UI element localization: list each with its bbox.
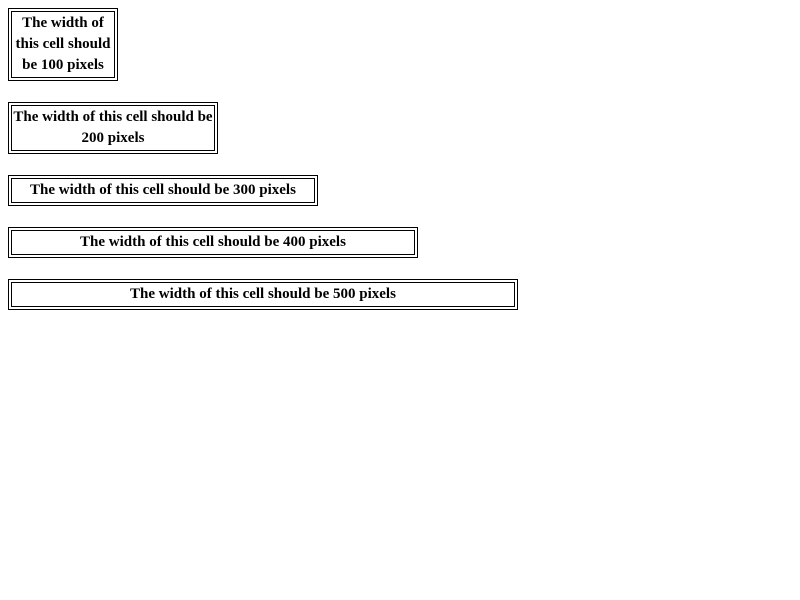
cell-300: The width of this cell should be 300 pix… [11, 178, 315, 203]
table-row: The width of this cell should be 400 pix… [11, 230, 415, 255]
table-100: The width of this cell should be 100 pix… [8, 8, 118, 81]
cell-200: The width of this cell should be 200 pix… [11, 105, 215, 151]
table-200: The width of this cell should be 200 pix… [8, 102, 218, 154]
cell-500: The width of this cell should be 500 pix… [11, 282, 515, 307]
table-300: The width of this cell should be 300 pix… [8, 175, 318, 206]
table-400: The width of this cell should be 400 pix… [8, 227, 418, 258]
cell-400: The width of this cell should be 400 pix… [11, 230, 415, 255]
table-row: The width of this cell should be 300 pix… [11, 178, 315, 203]
table-row: The width of this cell should be 200 pix… [11, 105, 215, 151]
table-row: The width of this cell should be 100 pix… [11, 11, 115, 78]
table-row: The width of this cell should be 500 pix… [11, 282, 515, 307]
cell-100: The width of this cell should be 100 pix… [11, 11, 115, 78]
table-500: The width of this cell should be 500 pix… [8, 279, 518, 310]
